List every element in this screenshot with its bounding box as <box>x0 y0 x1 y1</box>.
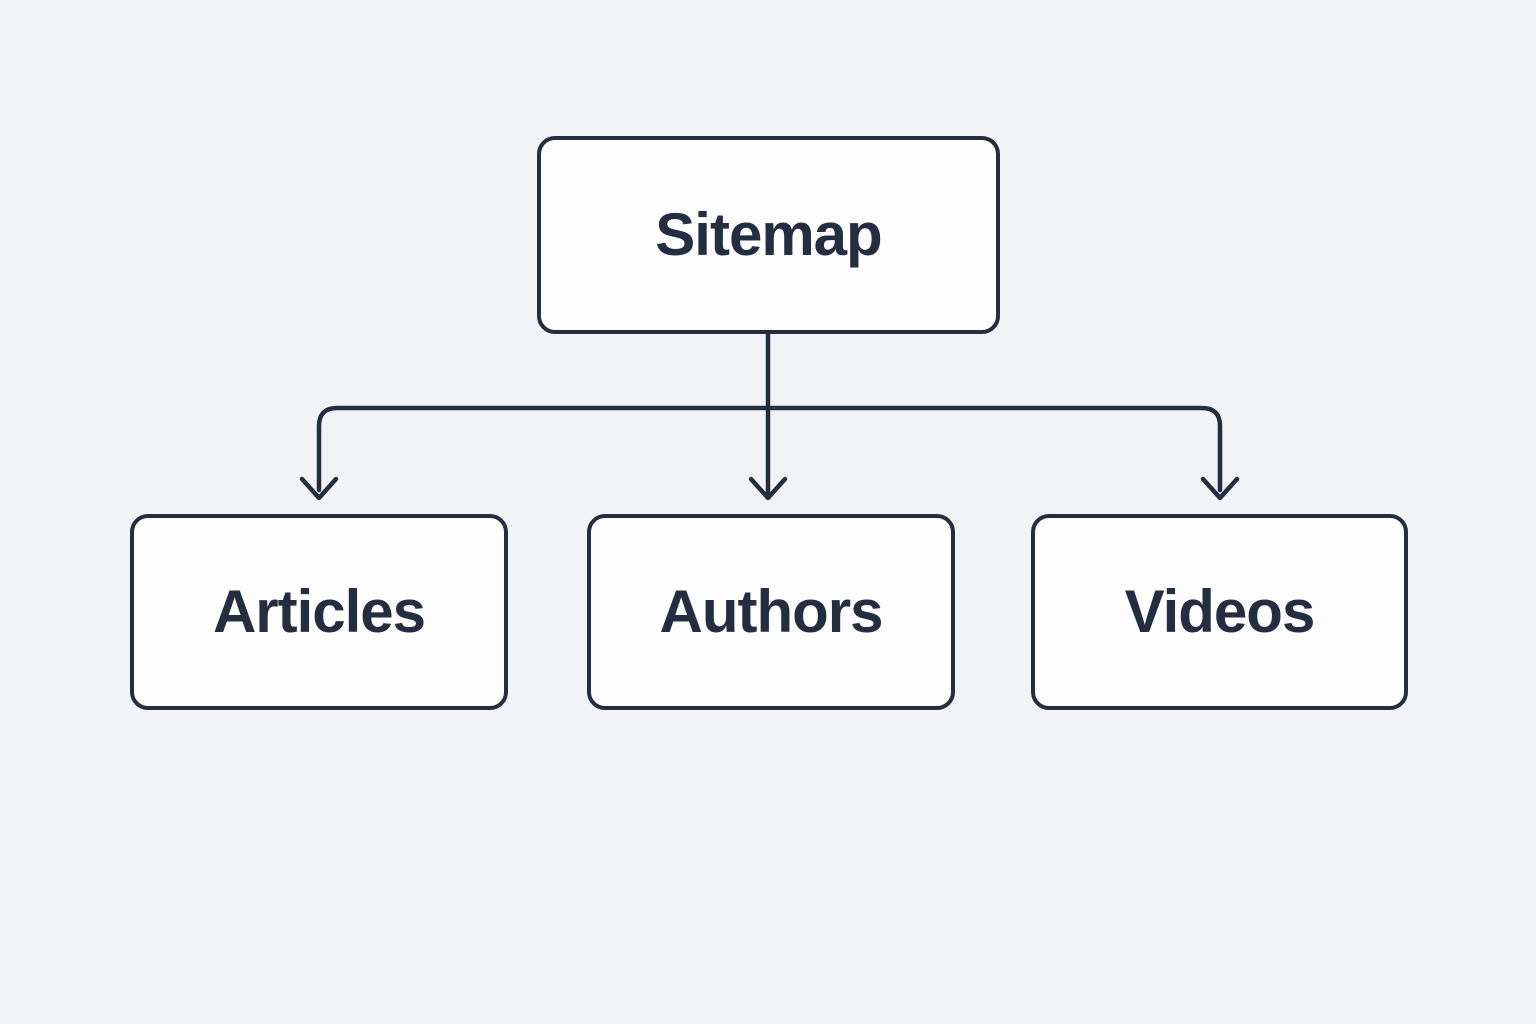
arrowhead-right-icon <box>1200 476 1240 501</box>
node-videos: Videos <box>1031 514 1408 710</box>
node-sitemap: Sitemap <box>537 136 1000 334</box>
branch-left-line <box>316 405 771 493</box>
node-authors-label: Authors <box>659 578 884 645</box>
node-videos-label: Videos <box>1124 578 1316 645</box>
node-sitemap-label: Sitemap <box>655 201 882 268</box>
node-articles-label: Articles <box>212 578 426 645</box>
node-articles: Articles <box>130 514 508 710</box>
branch-right-line <box>765 405 1223 493</box>
node-authors: Authors <box>587 514 955 710</box>
arrowhead-left-icon <box>299 476 339 501</box>
arrowhead-center-icon <box>748 476 788 501</box>
